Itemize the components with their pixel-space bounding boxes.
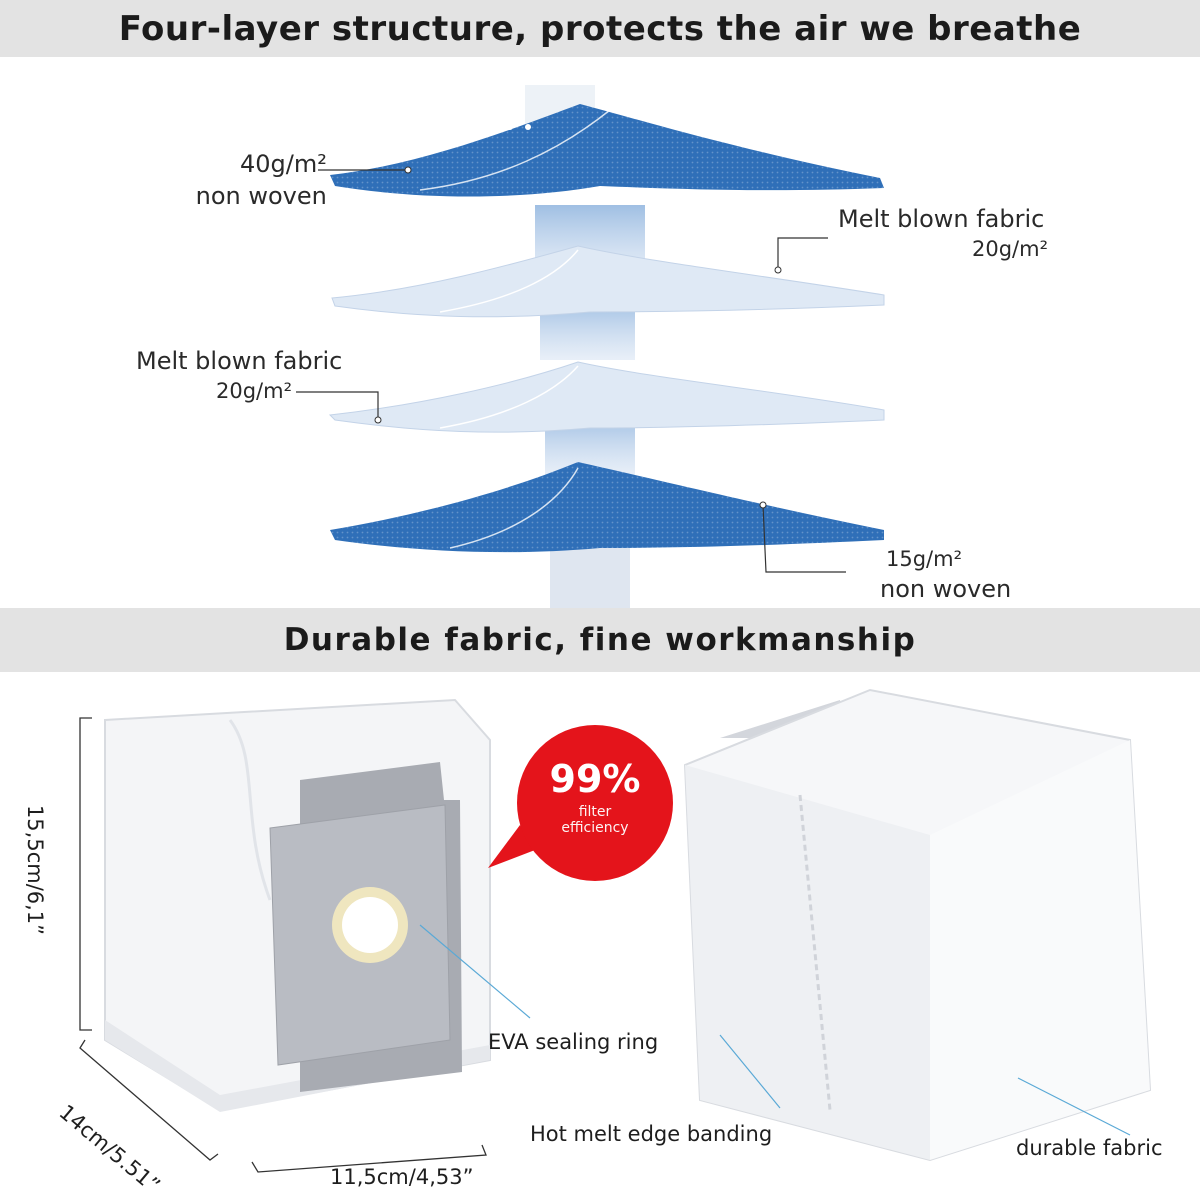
layer-1-non-woven: [330, 104, 884, 197]
layer-4-name: non woven: [880, 575, 1012, 604]
leader-dots: [374, 166, 782, 509]
height-dimension: 15,5cm/6,1”: [23, 804, 48, 936]
left-dust-bag: [104, 698, 491, 1112]
layer-2-name: Melt blown fabric: [838, 205, 1045, 233]
layer-diagram: [296, 85, 885, 608]
middle-banner-title: Durable fabric, fine workmanship: [283, 622, 917, 658]
layer-2-label: Melt blown fabric 20g/m²: [838, 203, 1048, 264]
layer-3-label: Melt blown fabric 20g/m²: [136, 345, 342, 406]
layer-2-melt-blown: [331, 245, 885, 318]
layer-1-name: non woven: [195, 182, 327, 211]
top-banner-title: Four-layer structure, protects the air w…: [118, 8, 1082, 49]
efficiency-caption: filter efficiency: [561, 804, 629, 836]
efficiency-percent: 99%: [549, 757, 641, 801]
efficiency-badge: 99% filter efficiency: [545, 760, 645, 836]
durable-fabric-label: durable fabric: [1016, 1136, 1163, 1160]
layer-1-weight: 40g/m²: [240, 150, 327, 178]
middle-banner: Durable fabric, fine workmanship: [0, 608, 1200, 672]
layer-4-weight: 15g/m²: [886, 547, 963, 571]
top-banner: Four-layer structure, protects the air w…: [0, 0, 1200, 57]
eva-sealing-ring-label: EVA sealing ring: [488, 1030, 659, 1054]
layer-1-label: 40g/m² non woven: [196, 148, 327, 213]
hot-melt-edge-label: Hot melt edge banding: [530, 1122, 773, 1146]
layer-3-name: Melt blown fabric: [136, 347, 343, 375]
efficiency-badge-shape: [488, 725, 673, 881]
layer-4-label: 15g/m² non woven: [880, 545, 1011, 606]
layer-2-weight: 20g/m²: [972, 237, 1049, 262]
layer-4-non-woven: [330, 462, 884, 553]
right-dust-bag: [683, 688, 1152, 1162]
dimension-lines: [79, 717, 487, 1173]
layer-3-melt-blown: [328, 361, 885, 433]
layer-3-weight: 20g/m²: [216, 379, 293, 404]
callout-lines: [419, 924, 1131, 1136]
width-dimension: 11,5cm/4,53”: [330, 1165, 474, 1189]
leader-lines: [296, 169, 846, 573]
